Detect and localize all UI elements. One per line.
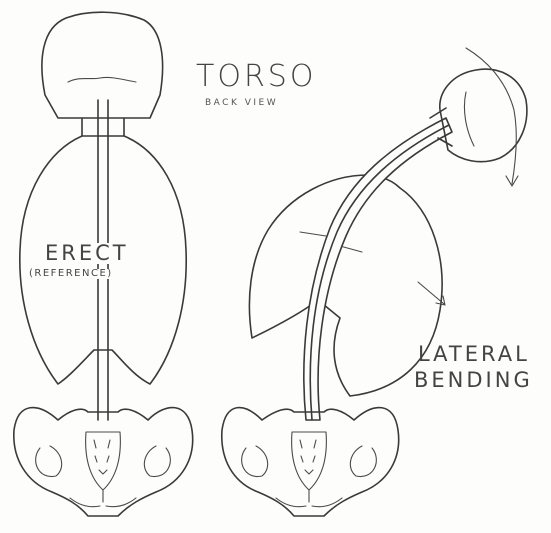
- erect-sacrum: [86, 432, 121, 490]
- bending-hip-socket-right: [350, 446, 376, 477]
- erect-head-crease: [68, 77, 136, 82]
- bending-hip-socket-left: [242, 446, 268, 477]
- head-rotation-arrow: [466, 48, 516, 184]
- bending-head: [440, 69, 527, 162]
- bending-figure: [222, 48, 527, 516]
- reference-label: (REFERENCE): [27, 269, 115, 279]
- bending-sacrum: [292, 432, 327, 490]
- diagram-subtitle: BACK VIEW: [205, 99, 278, 108]
- lateral-arrow: [418, 282, 444, 304]
- bending-head-crease: [464, 92, 474, 146]
- bending-label: BENDING: [414, 370, 533, 391]
- erect-hip-socket-left: [36, 446, 62, 477]
- erect-neck: [82, 118, 124, 136]
- erect-sacrum-detail: [94, 440, 110, 502]
- diagram-title: TORSO: [196, 62, 316, 92]
- erect-head: [42, 12, 163, 118]
- erect-hip-socket-right: [144, 446, 170, 477]
- lateral-label: LATERAL: [418, 344, 530, 365]
- bending-pelvis: [222, 408, 399, 516]
- bending-sacrum-detail: [300, 440, 316, 502]
- erect-label: ERECT: [42, 243, 132, 264]
